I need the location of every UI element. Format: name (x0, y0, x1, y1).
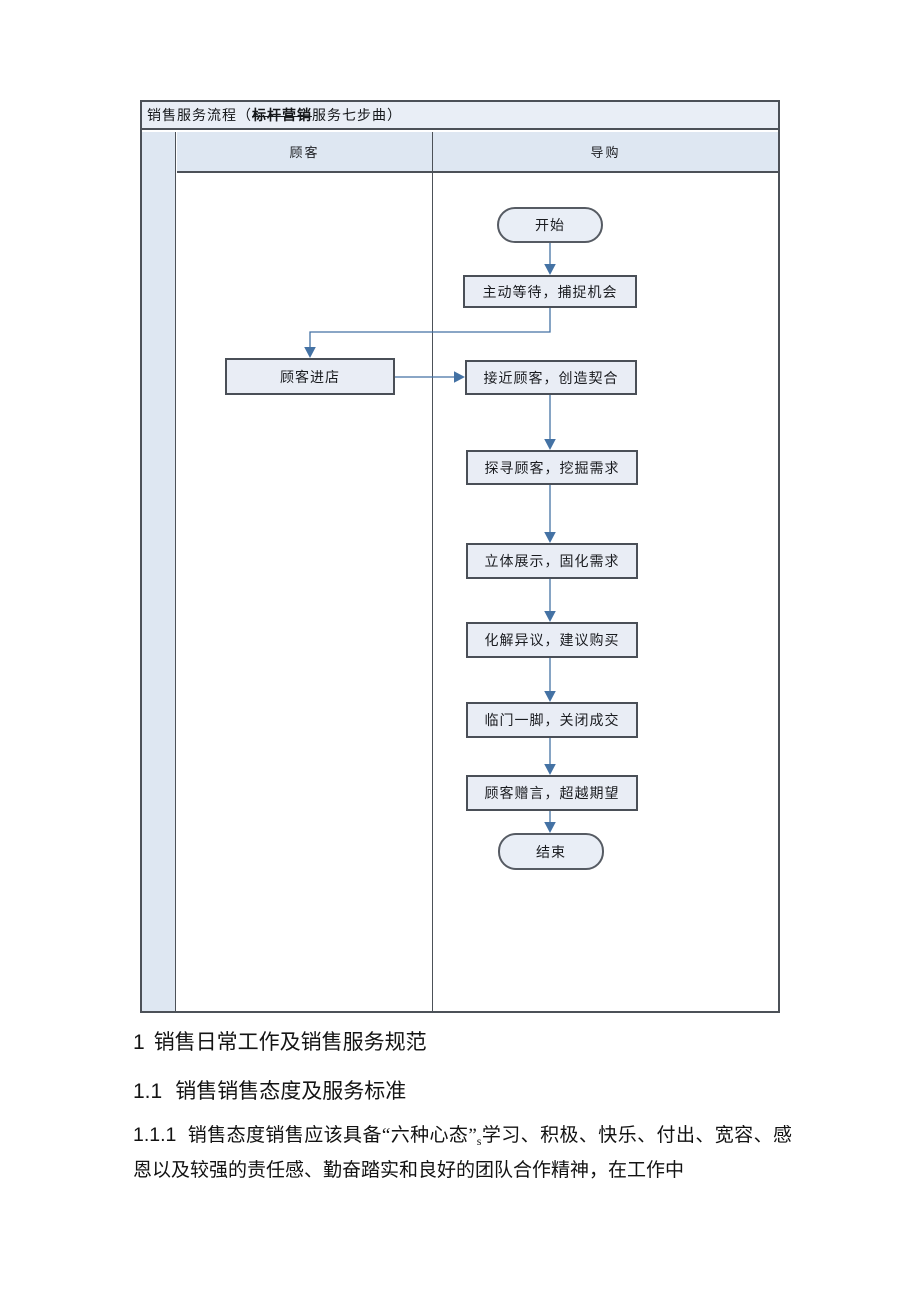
flowchart-title-bar: 销售服务流程（标杆营销服务七步曲） (142, 102, 778, 130)
flow-node-testimonial: 顾客赠言，超越期望 (466, 775, 638, 811)
flow-node-start: 开始 (497, 207, 603, 243)
flow-node-customer-enter: 顾客进店 (225, 358, 395, 395)
flowchart-title-part1: 销售服务流程（ (147, 109, 252, 124)
left-margin-strip (142, 132, 176, 1011)
flow-node-wait-capture: 主动等待，捕捉机会 (463, 275, 637, 308)
section-title: 销售日常工作及销售服务规范 (153, 1030, 427, 1054)
flowchart-canvas: 开始 主动等待，捕捉机会 顾客进店 接近顾客，创造契合 探寻顾客，挖掘需求 立体… (142, 102, 778, 1011)
flowchart-table: 销售服务流程（标杆营销服务七步曲） 顾客 导购 (140, 100, 780, 1013)
paragraph-text-before: 销售态度销售应该具备“六种心态” (187, 1125, 477, 1146)
column-divider (432, 132, 433, 1011)
paragraph-subscript: s (476, 1134, 482, 1148)
column-header-guide: 导购 (433, 132, 778, 173)
section-number: 1.1 (133, 1080, 163, 1103)
flow-node-end: 结束 (498, 833, 604, 870)
column-header-customer: 顾客 (177, 132, 432, 173)
flowchart-title-part2: 服务七步曲） (312, 109, 402, 124)
flow-node-display: 立体展示，固化需求 (466, 543, 638, 579)
flow-node-approach: 接近顾客，创造契合 (465, 360, 637, 395)
flow-node-resolve-objection: 化解异议，建议购买 (466, 622, 638, 658)
paragraph-1-1-1: 1.1.1 销售态度销售应该具备“六种心态”s学习、积极、快乐、付出、宽容、感恩以… (133, 1121, 792, 1185)
flow-connectors (304, 243, 556, 833)
section-heading-1: 1 销售日常工作及销售服务规范 (133, 1026, 427, 1056)
section-number: 1.1.1 (133, 1124, 177, 1146)
flow-node-close-deal: 临门一脚，关闭成交 (466, 702, 638, 738)
section-number: 1 (133, 1031, 145, 1054)
flowchart-title-strikethrough: 标杆营销 (252, 109, 312, 124)
section-title: 销售销售态度及服务标准 (175, 1079, 407, 1103)
connector-step1-customer-enter (304, 308, 551, 358)
section-heading-1-1: 1.1 销售销售态度及服务标准 (133, 1075, 406, 1105)
flow-node-explore-needs: 探寻顾客，挖掘需求 (466, 450, 638, 485)
paragraph-text-after: 学习、积极、快乐、付出、宽容、感恩以及较强的责任感、勤奋踏实和良好的团队合作精神… (133, 1125, 792, 1181)
